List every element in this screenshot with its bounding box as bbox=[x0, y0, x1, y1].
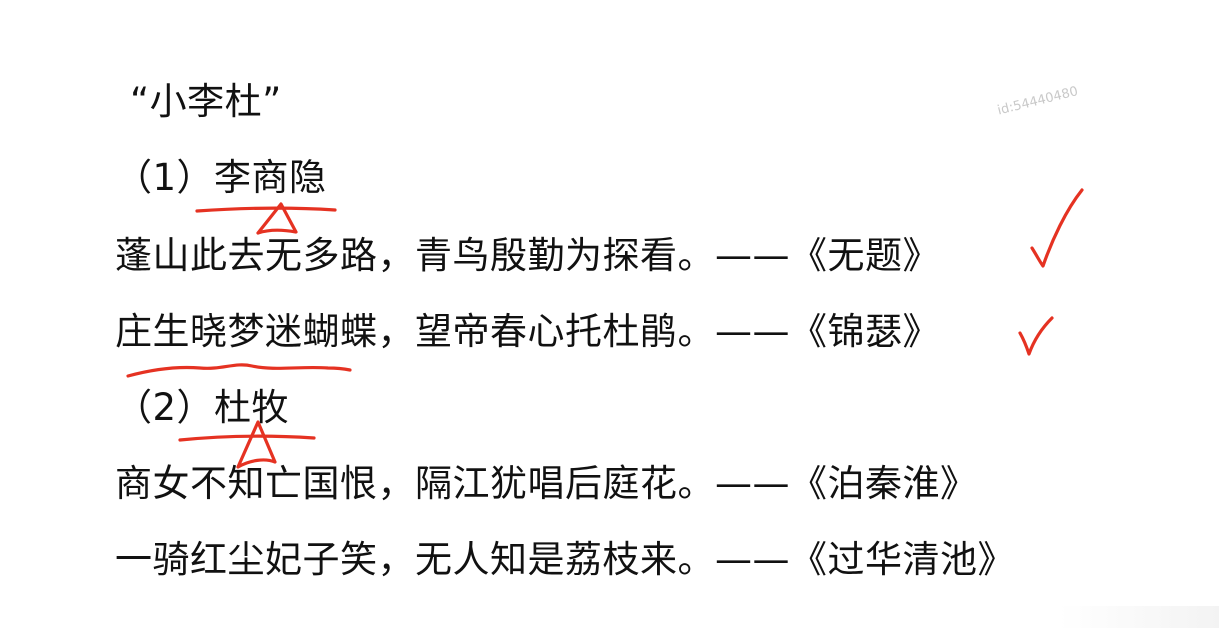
section-heading-li-shangyin: （1）李商隐 bbox=[115, 156, 327, 199]
watermark-text: id:54440480 bbox=[996, 84, 1080, 119]
poem-line: 商女不知亡国恨，隔江犹唱后庭花。——《泊秦淮》 bbox=[115, 462, 978, 505]
poem-line: 庄生晓梦迷蝴蝶，望帝春心托杜鹃。——《锦瑟》 bbox=[115, 310, 940, 353]
caret-mark bbox=[256, 202, 298, 235]
check-mark-icon bbox=[1018, 316, 1054, 356]
poem-line: 蓬山此去无多路，青鸟殷勤为探看。——《无题》 bbox=[115, 234, 940, 277]
wavy-underline-mark bbox=[126, 363, 352, 378]
underline-mark bbox=[178, 434, 316, 442]
document-title: “小李杜” bbox=[130, 80, 282, 123]
poem-line: 一骑红尘妃子笑，无人知是荔枝来。——《过华清池》 bbox=[115, 538, 1015, 581]
check-mark-icon bbox=[1030, 188, 1084, 268]
underline-mark bbox=[195, 206, 337, 213]
section-heading-du-mu: （2）杜牧 bbox=[115, 386, 290, 429]
page-edge-shade bbox=[1059, 606, 1219, 628]
